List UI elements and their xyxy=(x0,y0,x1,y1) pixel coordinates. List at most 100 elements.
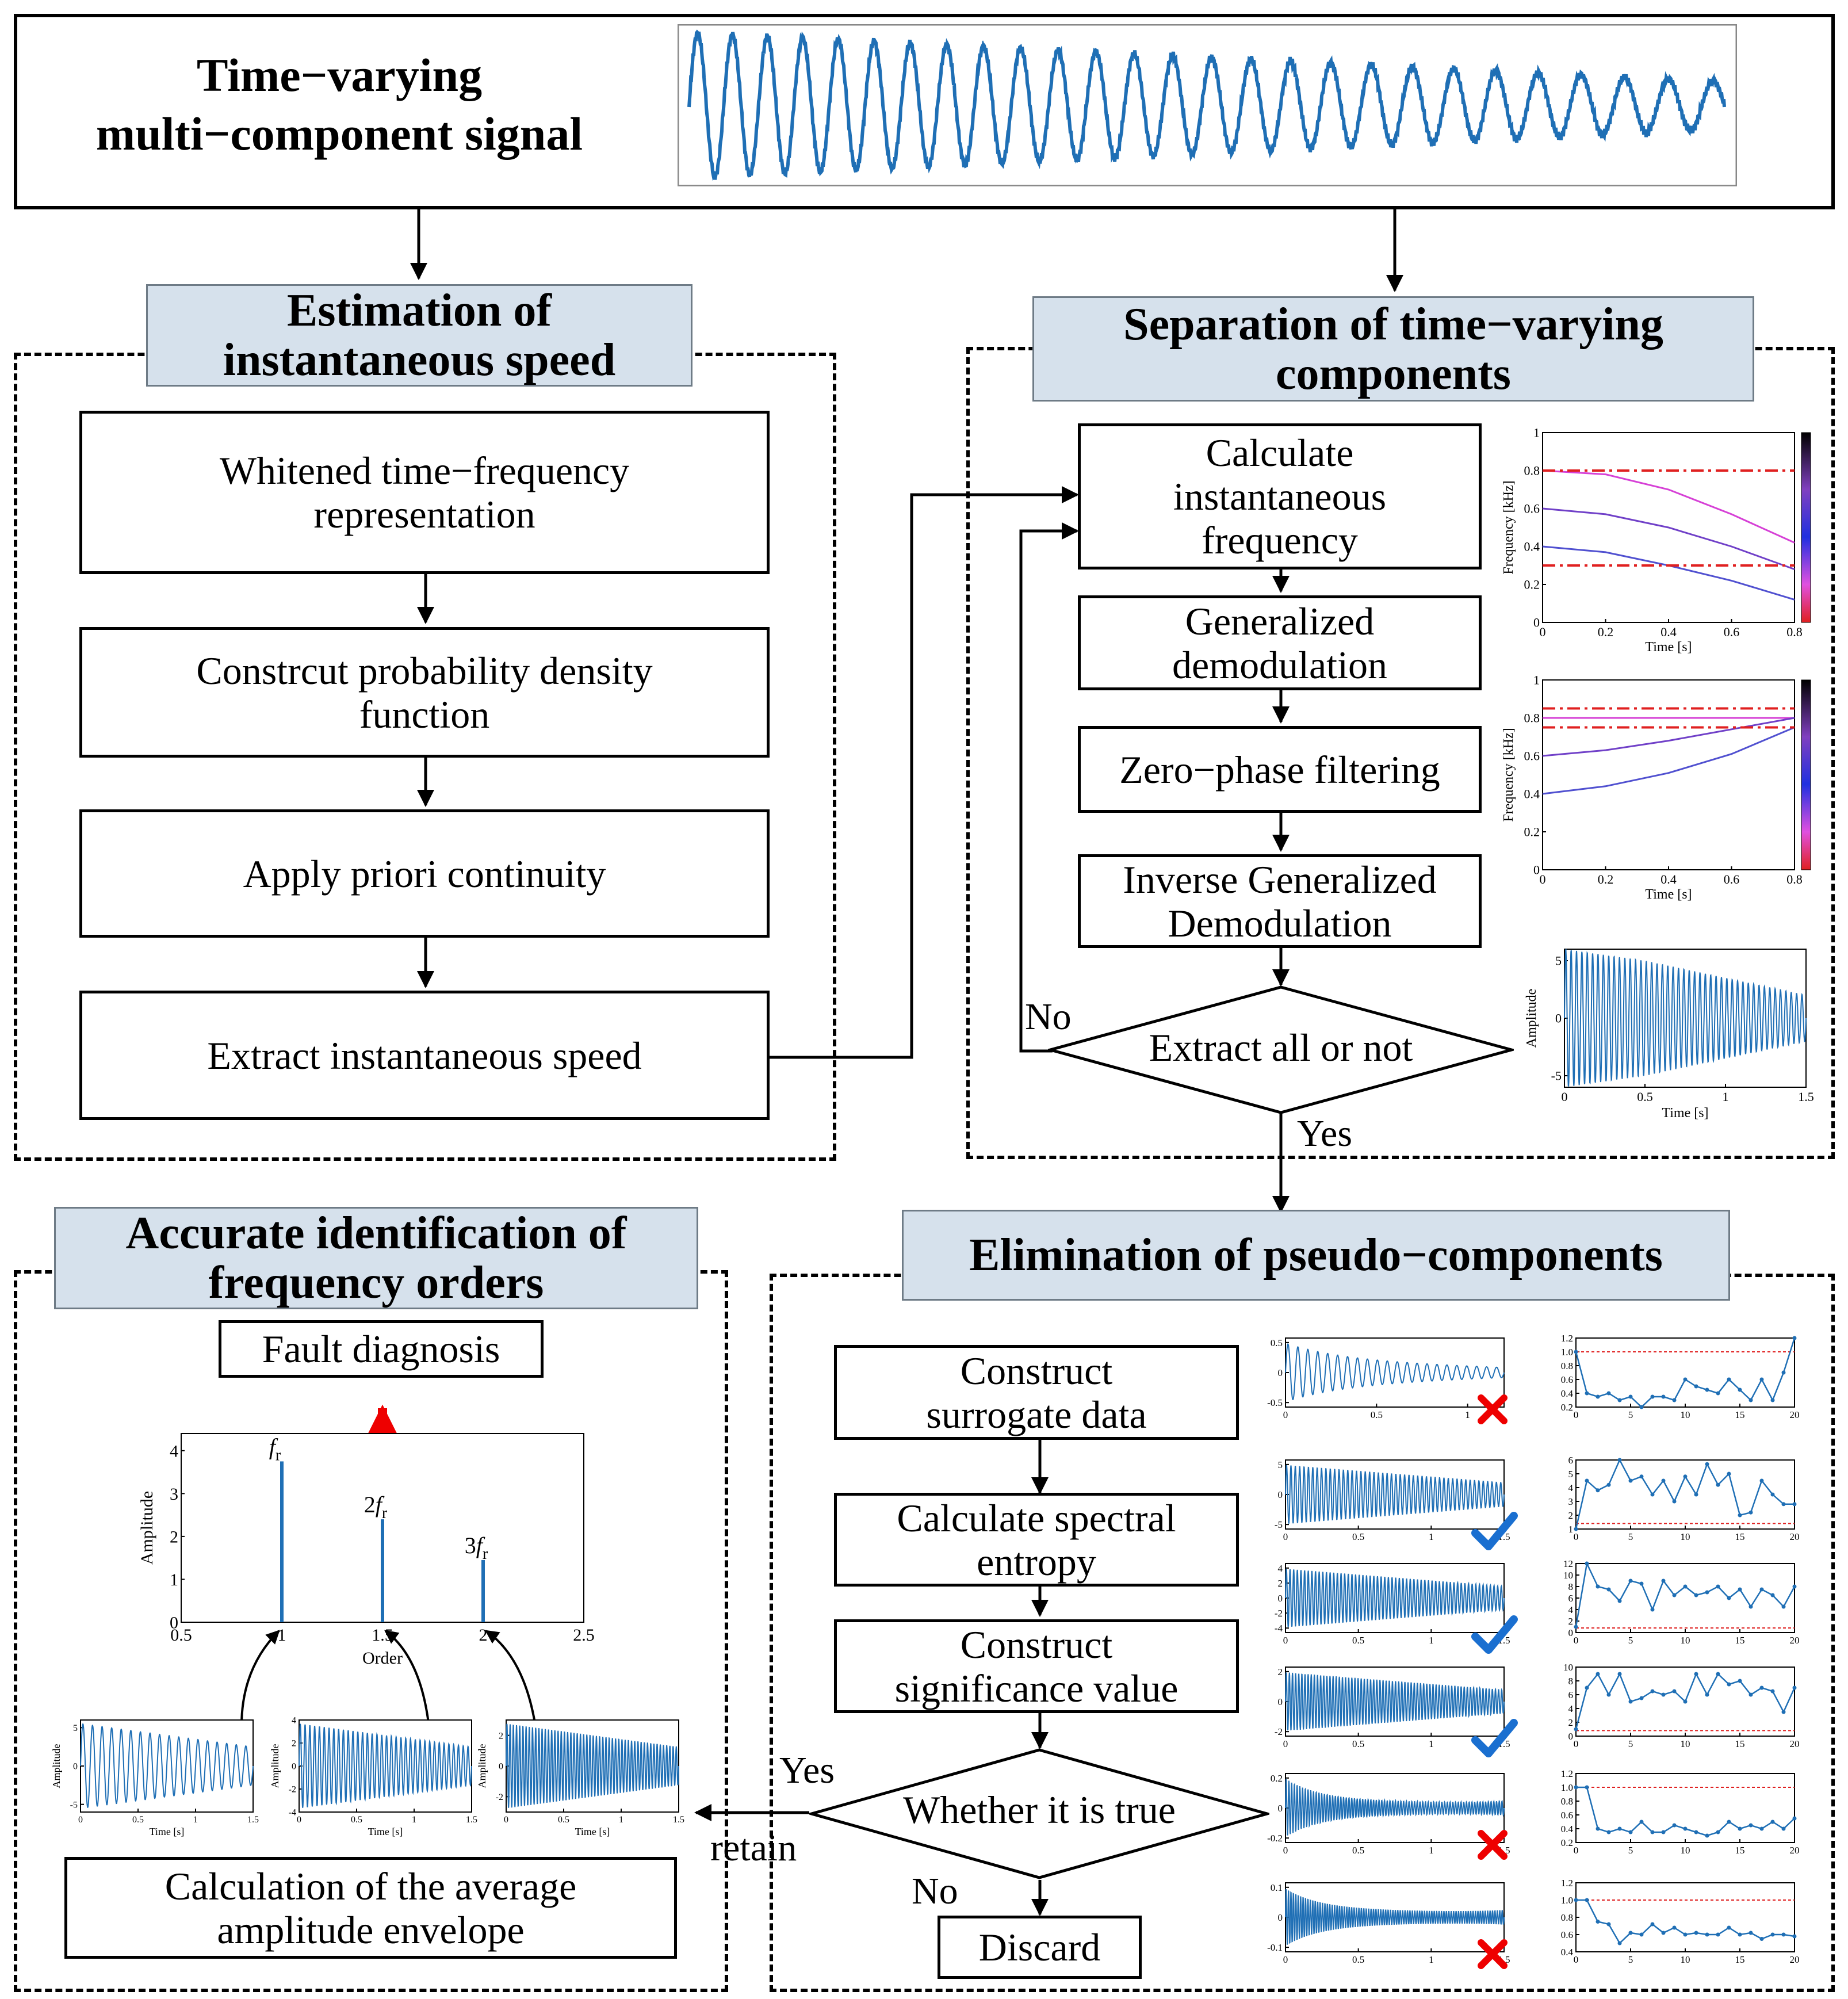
pe4-x-tick-label: 0 xyxy=(1574,1845,1579,1856)
priori-continuity-step: Apply priori continuity xyxy=(79,809,770,938)
surrogate-label: Construct surrogate data xyxy=(926,1348,1147,1436)
pseudo-retain-label: retain xyxy=(710,1827,797,1869)
tfr1-y-tick-label: 0.8 xyxy=(1524,464,1540,478)
pw3-y-tick-label: 2 xyxy=(1278,1667,1283,1677)
tfr1-y-tick-label: 0.6 xyxy=(1524,502,1540,516)
pe4-y-tick-label: 1.2 xyxy=(1561,1769,1573,1779)
pe2-axes-frame xyxy=(1575,1563,1795,1633)
pw1-y-tick-label: 5 xyxy=(1278,1459,1283,1470)
speed-header-line2: instantaneous speed xyxy=(223,335,616,385)
tfr2-y-tick-label: 0.4 xyxy=(1524,787,1540,801)
extract-speed-step: Extract instantaneous speed xyxy=(79,991,770,1120)
oc1-x-tick-label: 0 xyxy=(297,1815,301,1825)
pe4-series-line xyxy=(1576,1786,1795,1837)
pe5-x-tick-label: 10 xyxy=(1681,1954,1690,1965)
pe4-y-tick-label: 0.4 xyxy=(1561,1824,1574,1834)
pe3-y-tick-label: 4 xyxy=(1568,1703,1574,1714)
pw5-series-line xyxy=(1285,1889,1505,1946)
oc0-x-tick-label: 1 xyxy=(193,1815,198,1825)
separation-yes-label: Yes xyxy=(1297,1113,1353,1155)
fault-diagnosis-label: Fault diagnosis xyxy=(262,1327,500,1371)
pe0-x-tick-label: 0 xyxy=(1574,1409,1579,1420)
pw4-x-tick-label: 0 xyxy=(1283,1845,1288,1856)
tfr2-y-tick-label: 0.2 xyxy=(1524,825,1540,839)
cross-stroke xyxy=(1478,1939,1508,1969)
order-x-tick-label: 2.5 xyxy=(573,1626,595,1645)
orders-header-line2: frequency orders xyxy=(208,1258,544,1308)
pe1-x-tick-label: 20 xyxy=(1790,1531,1800,1542)
pe2-y-tick-label: 2 xyxy=(1568,1616,1574,1627)
pe3-series-line xyxy=(1575,1672,1796,1730)
pw4-x-tick-label: 0.5 xyxy=(1352,1845,1364,1856)
pe5-y-tick-label: 1.0 xyxy=(1561,1895,1573,1906)
extract-all-label: Extract all or not xyxy=(1149,1026,1413,1069)
signal-waveform xyxy=(678,24,1737,186)
speed-header-line1: Estimation of xyxy=(286,285,552,336)
amp-x-tick-label: 0.5 xyxy=(1637,1090,1653,1104)
pw0-x-tick-label: 0 xyxy=(1283,1409,1288,1420)
spectral-entropy-label: Calculate spectral entropy xyxy=(897,1496,1176,1584)
order-y-tick-label: 4 xyxy=(170,1442,178,1461)
pe0-x-tick-label: 20 xyxy=(1790,1409,1800,1420)
pw0-x-tick-label: 0.5 xyxy=(1371,1409,1383,1420)
order-x-tick-label: 2 xyxy=(479,1626,488,1645)
pw5-x-tick-label: 1 xyxy=(1429,1954,1434,1965)
pe0-y-tick-label: 1.2 xyxy=(1561,1333,1573,1344)
pe5-y-tick-label: 0.4 xyxy=(1561,1947,1574,1958)
pe3-y-tick-label: 8 xyxy=(1568,1676,1574,1687)
order-y-tick-label: 3 xyxy=(170,1485,178,1504)
pe1-x-tick-label: 5 xyxy=(1628,1531,1633,1542)
oc1-y-tick-label: 4 xyxy=(292,1717,296,1726)
pw2-series-line xyxy=(1285,1569,1505,1627)
pe5-y-tick-label: 0.6 xyxy=(1561,1929,1573,1940)
tfr2-y-tick-label: 0.6 xyxy=(1524,749,1540,763)
pw2-y-tick-label: 4 xyxy=(1278,1563,1283,1574)
pe4-x-tick-label: 15 xyxy=(1735,1845,1745,1856)
tfr2-x-axis-label: Time [s] xyxy=(1645,887,1692,902)
extract-all-decision xyxy=(1048,985,1514,1114)
oc2-y-tick-label: -2 xyxy=(496,1792,503,1802)
pseudo-yes-label: Yes xyxy=(779,1749,835,1791)
pw5-y-tick-label: 0 xyxy=(1278,1912,1283,1923)
pw4-y-tick-label: 0 xyxy=(1278,1803,1283,1814)
pw5-y-tick-label: -0.1 xyxy=(1267,1942,1283,1953)
orders-header-line1: Accurate identification of xyxy=(125,1208,627,1259)
amp-series-line xyxy=(1564,948,1807,1087)
discard-box: Discard xyxy=(938,1916,1142,1979)
pe0-series-line xyxy=(1575,1337,1796,1408)
order-y-tick-label: 2 xyxy=(170,1527,178,1546)
amp-x-axis-label: Time [s] xyxy=(1662,1106,1708,1121)
pw3-series-line xyxy=(1285,1672,1505,1731)
pe5-x-tick-label: 5 xyxy=(1628,1954,1633,1965)
order-bar xyxy=(280,1461,284,1622)
tfr1-x-tick-label: 0.6 xyxy=(1724,625,1740,639)
accepted-check-icon xyxy=(1471,1719,1518,1757)
amp-y-axis-label: Amplitude xyxy=(1524,989,1539,1048)
separation-header-line1: Separation of time−varying xyxy=(1123,299,1663,350)
tfr2-colorbar xyxy=(1801,679,1811,870)
gen-demod-label: Generalized demodulation xyxy=(1172,599,1387,687)
amp-y-tick-label: -5 xyxy=(1551,1069,1562,1083)
pe4-x-tick-label: 10 xyxy=(1681,1845,1690,1856)
tfr2-y-tick-label: 1 xyxy=(1533,673,1540,687)
pe4-y-tick-label: 0.8 xyxy=(1561,1796,1573,1807)
pseudo-header-label: Elimination of pseudo−components xyxy=(969,1230,1663,1281)
pe5-x-tick-label: 0 xyxy=(1574,1954,1579,1965)
pe5-x-tick-label: 15 xyxy=(1735,1954,1745,1965)
tfr2-x-tick-label: 0.2 xyxy=(1598,872,1614,886)
separation-header-line2: components xyxy=(1276,348,1511,399)
oc0-y-tick-label: 0 xyxy=(73,1762,78,1772)
average-envelope-box: Calculation of the average amplitude env… xyxy=(64,1857,677,1959)
tfr1-y-tick-label: 1 xyxy=(1533,426,1540,440)
oc0-x-tick-label: 0.5 xyxy=(132,1815,144,1825)
tfr1-x-axis-label: Time [s] xyxy=(1645,640,1692,655)
pe3-y-tick-label: 2 xyxy=(1568,1717,1574,1728)
tfr2-x-tick-label: 0.8 xyxy=(1786,872,1803,886)
cross-stroke xyxy=(1478,1830,1508,1860)
oc2-series-line xyxy=(506,1723,679,1809)
oc1-y-tick-label: -2 xyxy=(289,1785,296,1795)
order-y-tick-label: 1 xyxy=(170,1570,178,1589)
